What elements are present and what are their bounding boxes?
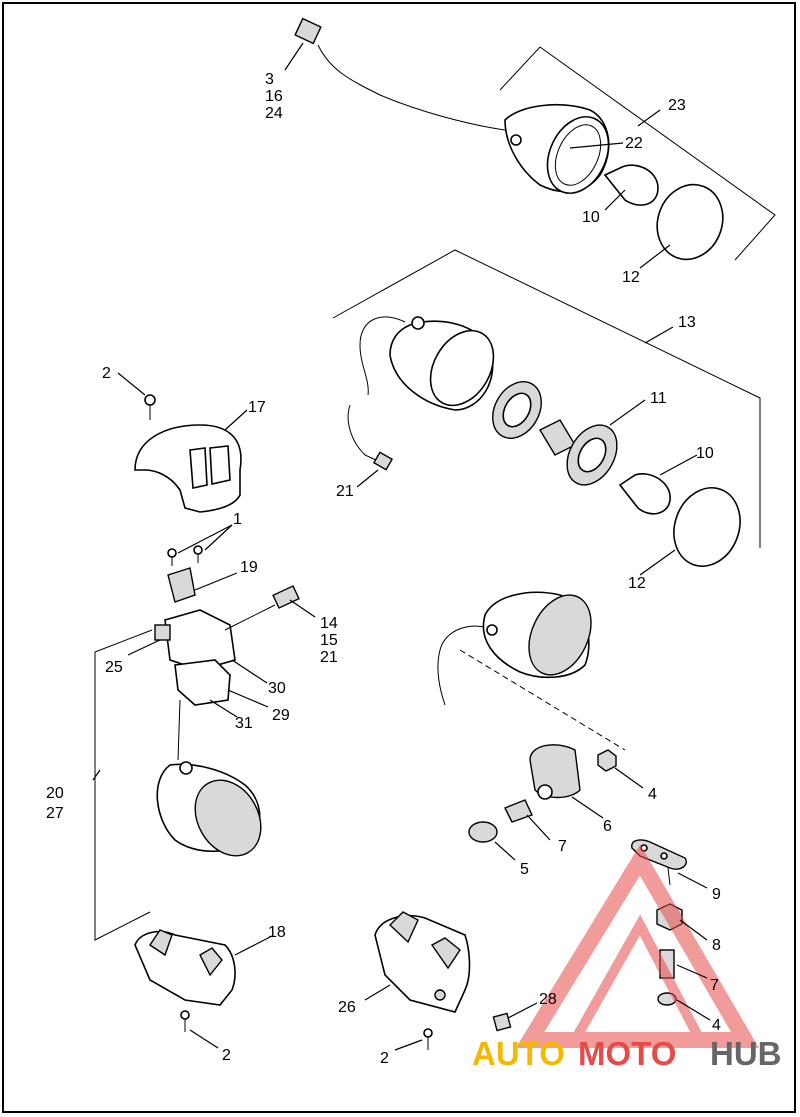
callout-13: 13 bbox=[678, 314, 696, 331]
callout-11: 11 bbox=[650, 390, 667, 407]
callout-3: 3 bbox=[265, 71, 274, 88]
callout-29: 29 bbox=[272, 707, 290, 724]
left-turn-signal bbox=[156, 761, 262, 857]
callout-labels: 3 16 24 23 22 10 12 13 2 17 11 10 21 1 1… bbox=[46, 71, 721, 1067]
callout-8: 8 bbox=[712, 937, 721, 954]
lower-housing-18 bbox=[134, 929, 236, 1032]
callout-22: 22 bbox=[625, 135, 643, 152]
callout-27: 27 bbox=[46, 805, 64, 822]
callout-4-low: 4 bbox=[712, 1017, 721, 1034]
callout-26: 26 bbox=[338, 999, 356, 1016]
callout-2-bottom-left: 2 bbox=[222, 1047, 231, 1064]
callout-2-bottom-mid: 2 bbox=[380, 1050, 389, 1067]
callout-24: 24 bbox=[265, 105, 283, 122]
callout-20: 20 bbox=[46, 785, 64, 802]
callout-21-b: 21 bbox=[320, 649, 338, 666]
leader-lines bbox=[92, 42, 711, 1051]
callout-17: 17 bbox=[248, 399, 266, 416]
callout-21: 21 bbox=[336, 483, 354, 500]
mid-right-turn-signal bbox=[437, 591, 626, 751]
callout-15: 15 bbox=[320, 632, 338, 649]
lower-housing-26 bbox=[374, 911, 512, 1050]
mid-turn-signal-assembly bbox=[332, 249, 761, 567]
callout-19: 19 bbox=[240, 559, 258, 576]
watermark-moto: MOTO bbox=[578, 1035, 676, 1072]
callout-14: 14 bbox=[320, 615, 338, 632]
callout-31: 31 bbox=[235, 715, 253, 732]
callout-1: 1 bbox=[233, 511, 242, 528]
callout-16: 16 bbox=[265, 88, 283, 105]
watermark-logo-graphic bbox=[515, 844, 759, 1048]
switch-housing-upper bbox=[134, 394, 242, 513]
callout-25: 25 bbox=[105, 659, 123, 676]
callout-2-top: 2 bbox=[102, 365, 111, 382]
callout-12-top: 12 bbox=[622, 269, 640, 286]
callout-6: 6 bbox=[603, 818, 612, 835]
callout-28: 28 bbox=[539, 991, 557, 1008]
callout-18: 18 bbox=[268, 924, 286, 941]
watermark-hub: HUB bbox=[710, 1035, 782, 1072]
callout-7-mid: 7 bbox=[558, 838, 567, 855]
callout-23: 23 bbox=[668, 97, 686, 114]
callout-30: 30 bbox=[268, 680, 286, 697]
switch-block-assembly bbox=[154, 545, 300, 761]
watermark: AUTO MOTO HUB bbox=[472, 1035, 782, 1072]
mount-hardware bbox=[468, 744, 687, 1006]
group-20-27-bracket bbox=[94, 629, 153, 941]
callout-5: 5 bbox=[520, 861, 529, 878]
callout-12-mid: 12 bbox=[628, 575, 646, 592]
callout-9: 9 bbox=[712, 886, 721, 903]
callout-10-mid: 10 bbox=[696, 445, 714, 462]
callout-7-low: 7 bbox=[710, 977, 719, 994]
callout-4-mid: 4 bbox=[648, 786, 657, 803]
callout-10-top: 10 bbox=[582, 209, 600, 226]
watermark-auto: AUTO bbox=[472, 1035, 565, 1072]
top-turn-signal-assembly bbox=[294, 17, 776, 261]
